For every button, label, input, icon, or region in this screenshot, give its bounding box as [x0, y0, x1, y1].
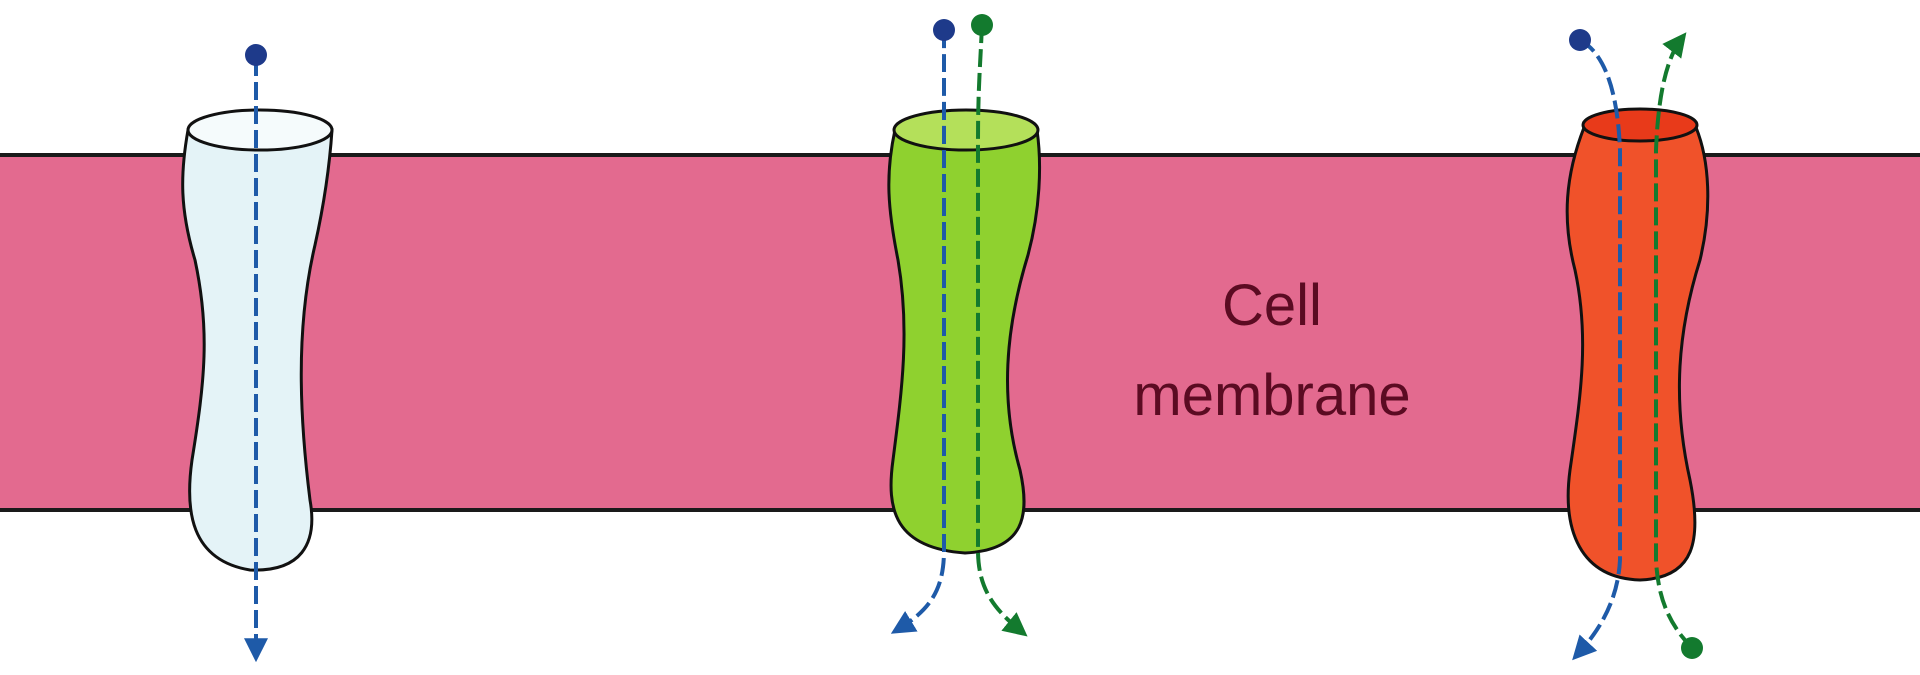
symport-molecule-green — [971, 14, 993, 36]
antiport-opening — [1583, 109, 1697, 141]
symport-opening — [894, 110, 1038, 150]
membrane-label-line1: Cell — [1222, 273, 1322, 338]
uniport-molecule-blue — [245, 44, 267, 66]
symport-molecule-blue — [933, 19, 955, 41]
antiport-molecule-green — [1681, 637, 1703, 659]
antiport-molecule-blue — [1569, 29, 1591, 51]
uniport-opening — [188, 110, 332, 150]
membrane-label-line2: membrane — [1133, 363, 1410, 428]
